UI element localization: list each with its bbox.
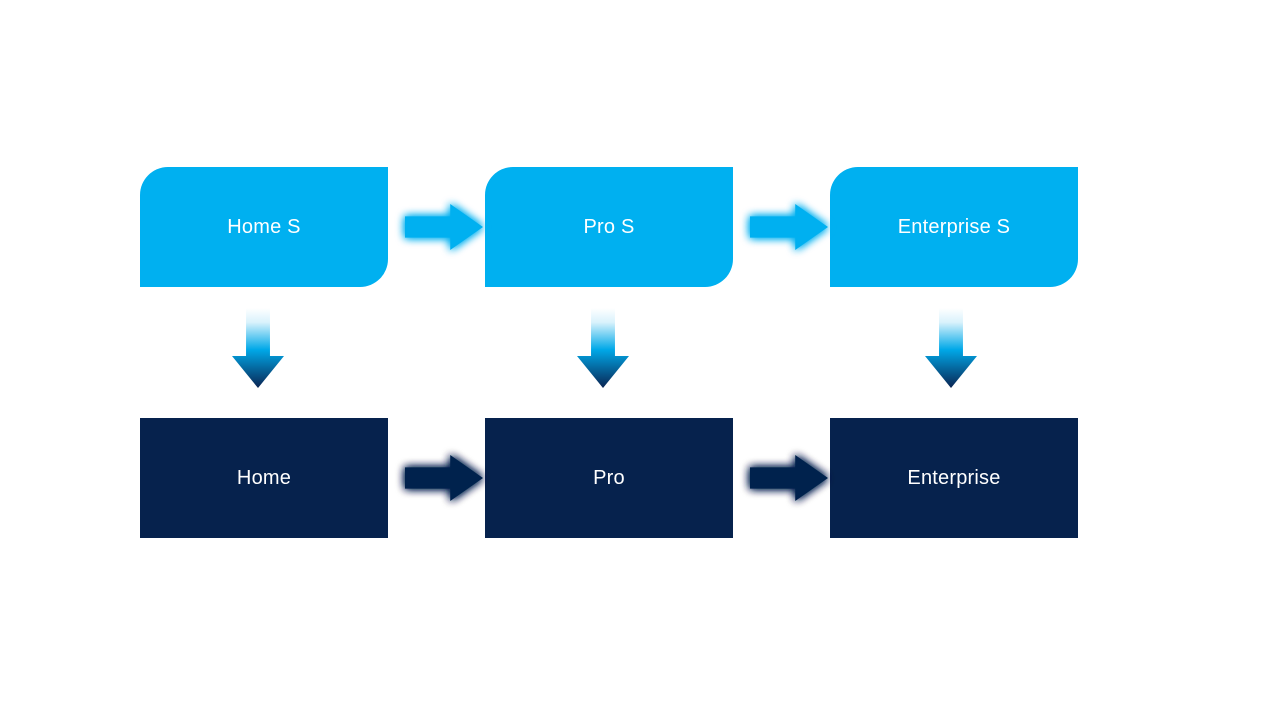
arrow-right-home-to-pro [391,441,497,515]
arrow-right-home-s-to-pro-s [391,190,497,264]
node-pro-s[interactable]: Pro S [485,167,733,287]
arrow-down-pro-s-to-pro [577,308,629,388]
node-label: Pro [593,467,625,489]
arrow-down-enterprise-s-to-enterprise [925,308,977,388]
node-enterprise[interactable]: Enterprise [830,418,1078,538]
node-pro[interactable]: Pro [485,418,733,538]
node-label: Home [236,467,292,489]
node-label: Enterprise [907,467,1001,489]
arrow-down-home-s-to-home [232,308,284,388]
node-home-s[interactable]: Home S [140,167,388,287]
node-label: Pro S [583,216,635,238]
node-enterprise-s[interactable]: Enterprise S [830,167,1078,287]
node-label: Home S [227,216,301,238]
arrow-right-pro-s-to-enterprise-s [736,190,842,264]
arrow-right-pro-to-enterprise [736,441,842,515]
node-label: Enterprise S [897,216,1011,238]
node-home[interactable]: Home [140,418,388,538]
